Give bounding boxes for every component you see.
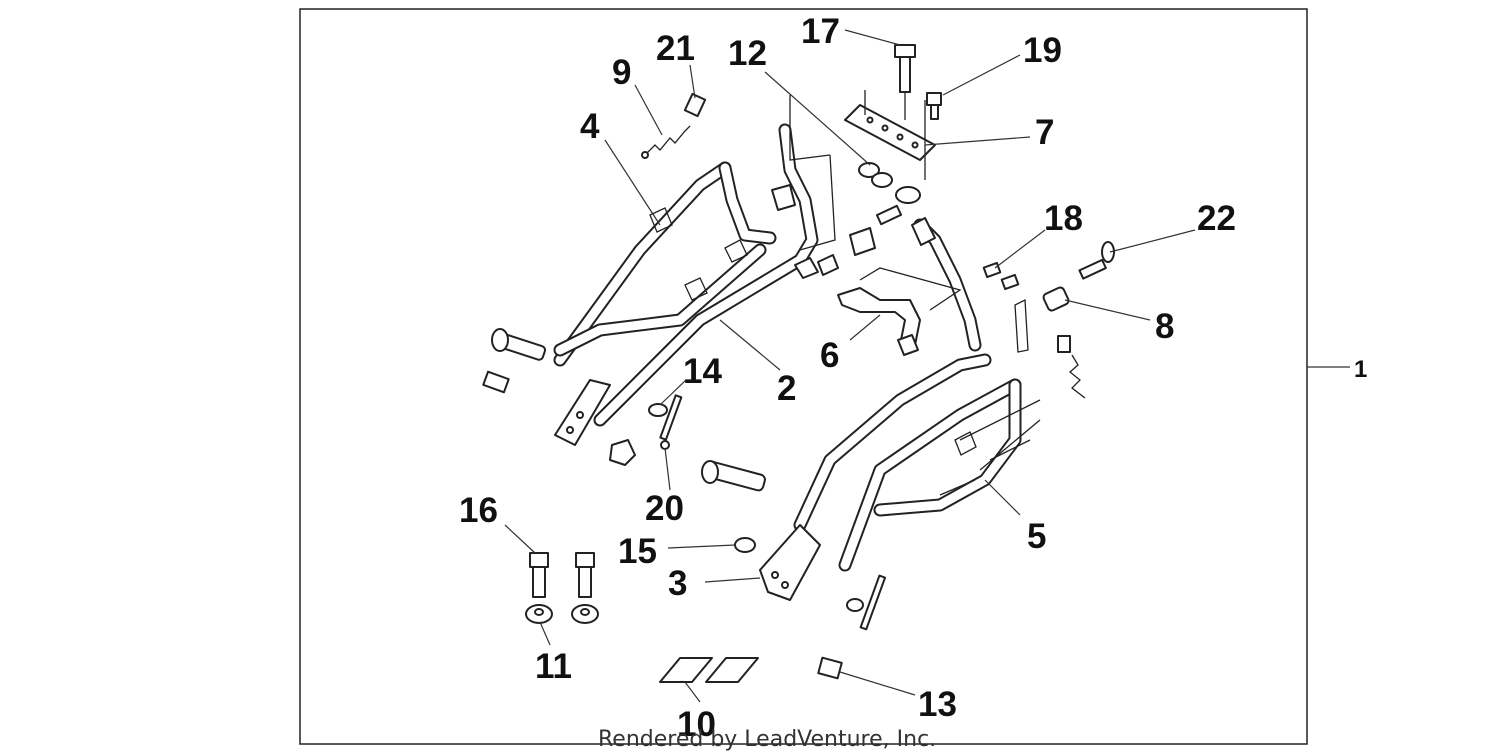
render-credit: Rendered by LeadVenture, Inc.	[598, 727, 936, 752]
callout-1[interactable]: 1	[1354, 356, 1367, 383]
callout-labels: 17 19 21 12 9 7 4 18 22 8 1 6 14 2 20 16…	[459, 12, 1367, 744]
top-plate-assembly	[789, 44, 942, 256]
callout-13[interactable]: 13	[918, 685, 957, 724]
callout-17[interactable]: 17	[801, 12, 840, 51]
callout-7[interactable]: 7	[1035, 113, 1054, 152]
callout-20[interactable]: 20	[645, 489, 684, 528]
callout-2[interactable]: 2	[777, 369, 796, 408]
leader-lines	[504, 29, 1350, 703]
right-handle-frame	[759, 217, 1041, 601]
left-handle-frame	[553, 123, 839, 446]
callout-19[interactable]: 19	[1023, 31, 1062, 70]
callout-14[interactable]: 14	[683, 352, 722, 391]
diagram-frame	[299, 8, 1308, 745]
callout-18[interactable]: 18	[1044, 199, 1083, 238]
cross-bracket	[837, 267, 962, 356]
callout-15[interactable]: 15	[618, 532, 657, 571]
callout-21[interactable]: 21	[656, 29, 695, 68]
callout-3[interactable]: 3	[668, 564, 687, 603]
bolt-set-16	[525, 552, 599, 624]
left-hardware	[482, 92, 887, 680]
callout-9[interactable]: 9	[612, 53, 631, 92]
callout-4[interactable]: 4	[580, 107, 600, 146]
callout-10[interactable]: 10	[677, 705, 716, 744]
callout-12[interactable]: 12	[728, 34, 767, 73]
callout-22[interactable]: 22	[1197, 199, 1236, 238]
callout-8[interactable]: 8	[1155, 307, 1174, 346]
callout-5[interactable]: 5	[1027, 517, 1046, 556]
right-hardware	[982, 241, 1115, 399]
callout-6[interactable]: 6	[820, 336, 839, 375]
pads-10	[659, 657, 759, 683]
callout-11[interactable]: 11	[535, 647, 572, 686]
callout-16[interactable]: 16	[459, 491, 498, 530]
